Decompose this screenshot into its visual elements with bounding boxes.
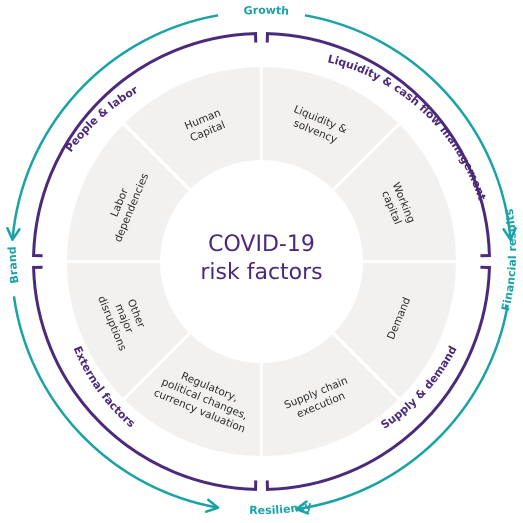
segment-labor-dependencies	[63, 120, 193, 263]
center-title-line-1: COVID-19	[208, 232, 315, 257]
outer-label-resiliency: Resiliency	[249, 499, 313, 517]
outer-label-brand: Brand	[6, 246, 22, 284]
arrowhead-icon	[6, 226, 21, 241]
quadrant-bracket-external	[32, 265, 258, 491]
outer-arrows	[6, 14, 517, 515]
quadrant-bracket-liquidity	[265, 32, 491, 258]
outer-arc-financial-to-resiliency	[296, 304, 509, 511]
outer-arc-brand-to-resiliency	[12, 296, 219, 509]
quadrant-bracket-people	[32, 32, 258, 258]
arrowhead-icon	[502, 226, 517, 241]
outer-label-growth: Growth	[243, 4, 289, 18]
outer-arc-brand-to-growth	[11, 14, 219, 240]
arrowhead-icon	[204, 498, 220, 513]
outer-arc-growth-to-financial	[304, 14, 512, 240]
quadrant-bracket-supply	[265, 265, 491, 491]
quadrant-brackets	[32, 32, 491, 491]
arrowhead-icon	[295, 500, 310, 515]
outer-label-financial-results: Financial results	[499, 207, 519, 312]
risk-segments	[63, 63, 460, 460]
center-title-line-2: risk factors	[200, 260, 322, 285]
